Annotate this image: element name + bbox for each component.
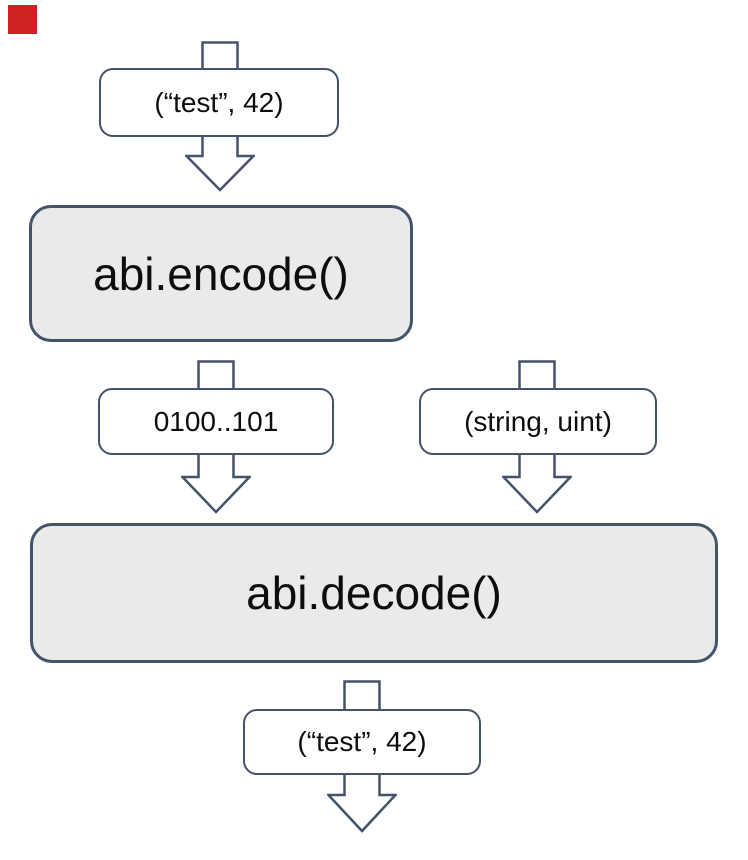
abi-decode-node: abi.decode() [30, 523, 718, 663]
abi-decode-text: abi.decode() [246, 567, 502, 619]
types-tuple-text: (string, uint) [464, 405, 612, 437]
encoded-bytes-label: 0100..101 [98, 388, 334, 455]
input-value-label: (“test”, 42) [99, 68, 339, 137]
output-value-label: (“test”, 42) [243, 709, 481, 775]
encoded-bytes-text: 0100..101 [153, 405, 279, 437]
abi-encode-node: abi.encode() [29, 205, 413, 342]
input-value-text: (“test”, 42) [154, 86, 284, 118]
types-tuple-label: (string, uint) [419, 388, 657, 455]
abi-encode-text: abi.encode() [93, 247, 349, 300]
output-value-text: (“test”, 42) [297, 726, 427, 757]
red-square-marker [8, 5, 37, 34]
